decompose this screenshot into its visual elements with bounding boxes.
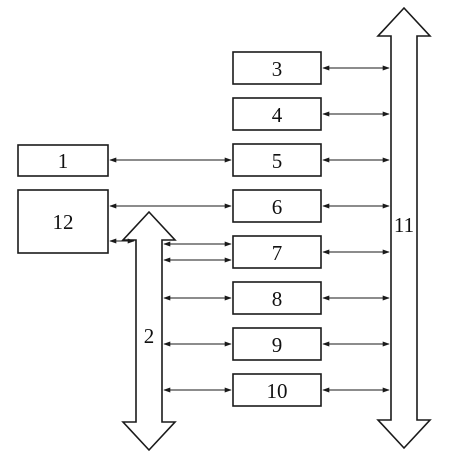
bus-2-label: 2 bbox=[144, 324, 155, 348]
block-1-label: 1 bbox=[58, 149, 69, 173]
block-10 bbox=[232, 373, 322, 407]
block-4-label: 4 bbox=[272, 103, 283, 127]
block-3-label: 3 bbox=[272, 57, 283, 81]
block-5 bbox=[232, 143, 322, 177]
block-6-label: 6 bbox=[272, 195, 283, 219]
block-8 bbox=[232, 281, 322, 315]
bus-11 bbox=[376, 6, 432, 450]
block-7 bbox=[232, 235, 322, 269]
block-12 bbox=[17, 189, 109, 254]
block-7-label: 7 bbox=[272, 241, 283, 265]
block-10-label: 10 bbox=[267, 379, 288, 403]
bus-11-label: 11 bbox=[394, 213, 414, 237]
block-9-label: 9 bbox=[272, 333, 283, 357]
block-8-label: 8 bbox=[272, 287, 283, 311]
block-12-label: 12 bbox=[53, 210, 74, 234]
block-1 bbox=[17, 144, 109, 177]
block-3 bbox=[232, 51, 322, 85]
block-5-label: 5 bbox=[272, 149, 283, 173]
block-4 bbox=[232, 97, 322, 131]
block-9 bbox=[232, 327, 322, 361]
block-6 bbox=[232, 189, 322, 223]
